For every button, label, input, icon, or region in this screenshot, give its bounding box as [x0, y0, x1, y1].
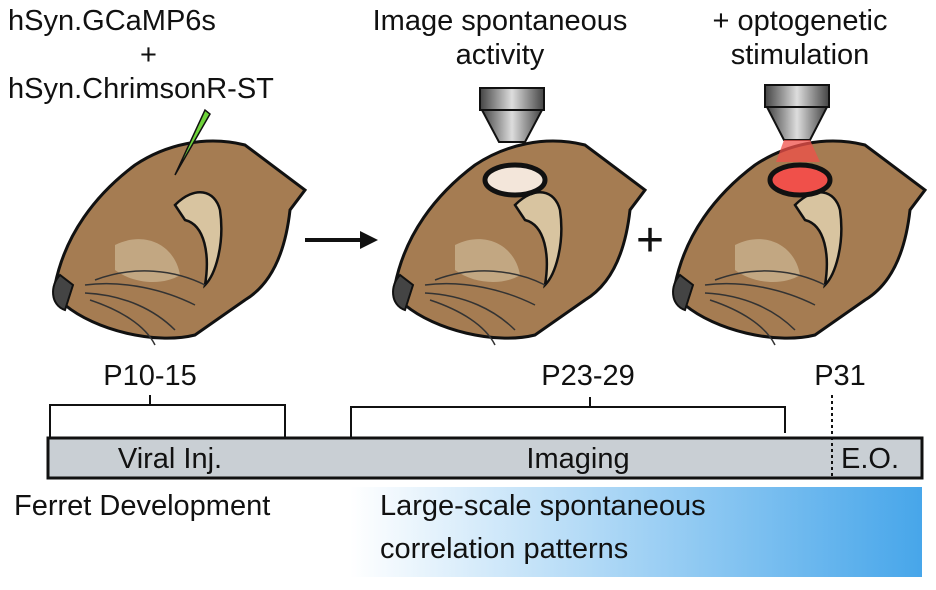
- injection-label: hSyn.GCaMP6s + hSyn.ChrimsonR-ST: [8, 5, 274, 105]
- svg-text:stimulation: stimulation: [731, 39, 870, 71]
- svg-text:P23-29: P23-29: [541, 360, 635, 392]
- ferret-head-injection: [51, 139, 307, 347]
- cranial-window-stim-icon: [767, 162, 833, 198]
- svg-text:hSyn.GCaMP6s: hSyn.GCaMP6s: [8, 5, 216, 37]
- optogenetic-label: + optogenetic stimulation: [713, 5, 888, 71]
- cranial-window-icon: [482, 162, 548, 198]
- injection-needle-icon: [174, 108, 211, 176]
- brackets: [49, 395, 786, 440]
- svg-text:Image spontaneous: Image spontaneous: [373, 5, 628, 37]
- correlation-gradient: [350, 487, 922, 577]
- development-bar: [46, 436, 924, 480]
- plus-sign: +: [636, 214, 664, 267]
- pattern-line1: Large-scale spontaneous: [380, 490, 706, 522]
- arrow-icon: [305, 231, 378, 249]
- bar-imaging: Imaging: [526, 443, 629, 475]
- bar-viral: Viral Inj.: [118, 443, 222, 475]
- microscope-objective-icon: [479, 87, 545, 143]
- svg-text:P10-15: P10-15: [103, 360, 197, 392]
- svg-text:+: +: [140, 39, 157, 71]
- svg-text:activity: activity: [456, 39, 545, 71]
- bar-eo: E.O.: [841, 443, 899, 475]
- svg-text:P31: P31: [814, 360, 866, 392]
- svg-text:+ optogenetic: + optogenetic: [713, 5, 888, 37]
- svg-text:hSyn.ChrimsonR-ST: hSyn.ChrimsonR-ST: [8, 73, 274, 105]
- imaging-label: Image spontaneous activity: [373, 5, 628, 71]
- age-labels: P10-15 P23-29 P31: [103, 360, 866, 392]
- axis-label: Ferret Development: [14, 490, 270, 522]
- microscope-objective-laser-icon: [764, 84, 830, 162]
- pattern-line2: correlation patterns: [380, 533, 628, 565]
